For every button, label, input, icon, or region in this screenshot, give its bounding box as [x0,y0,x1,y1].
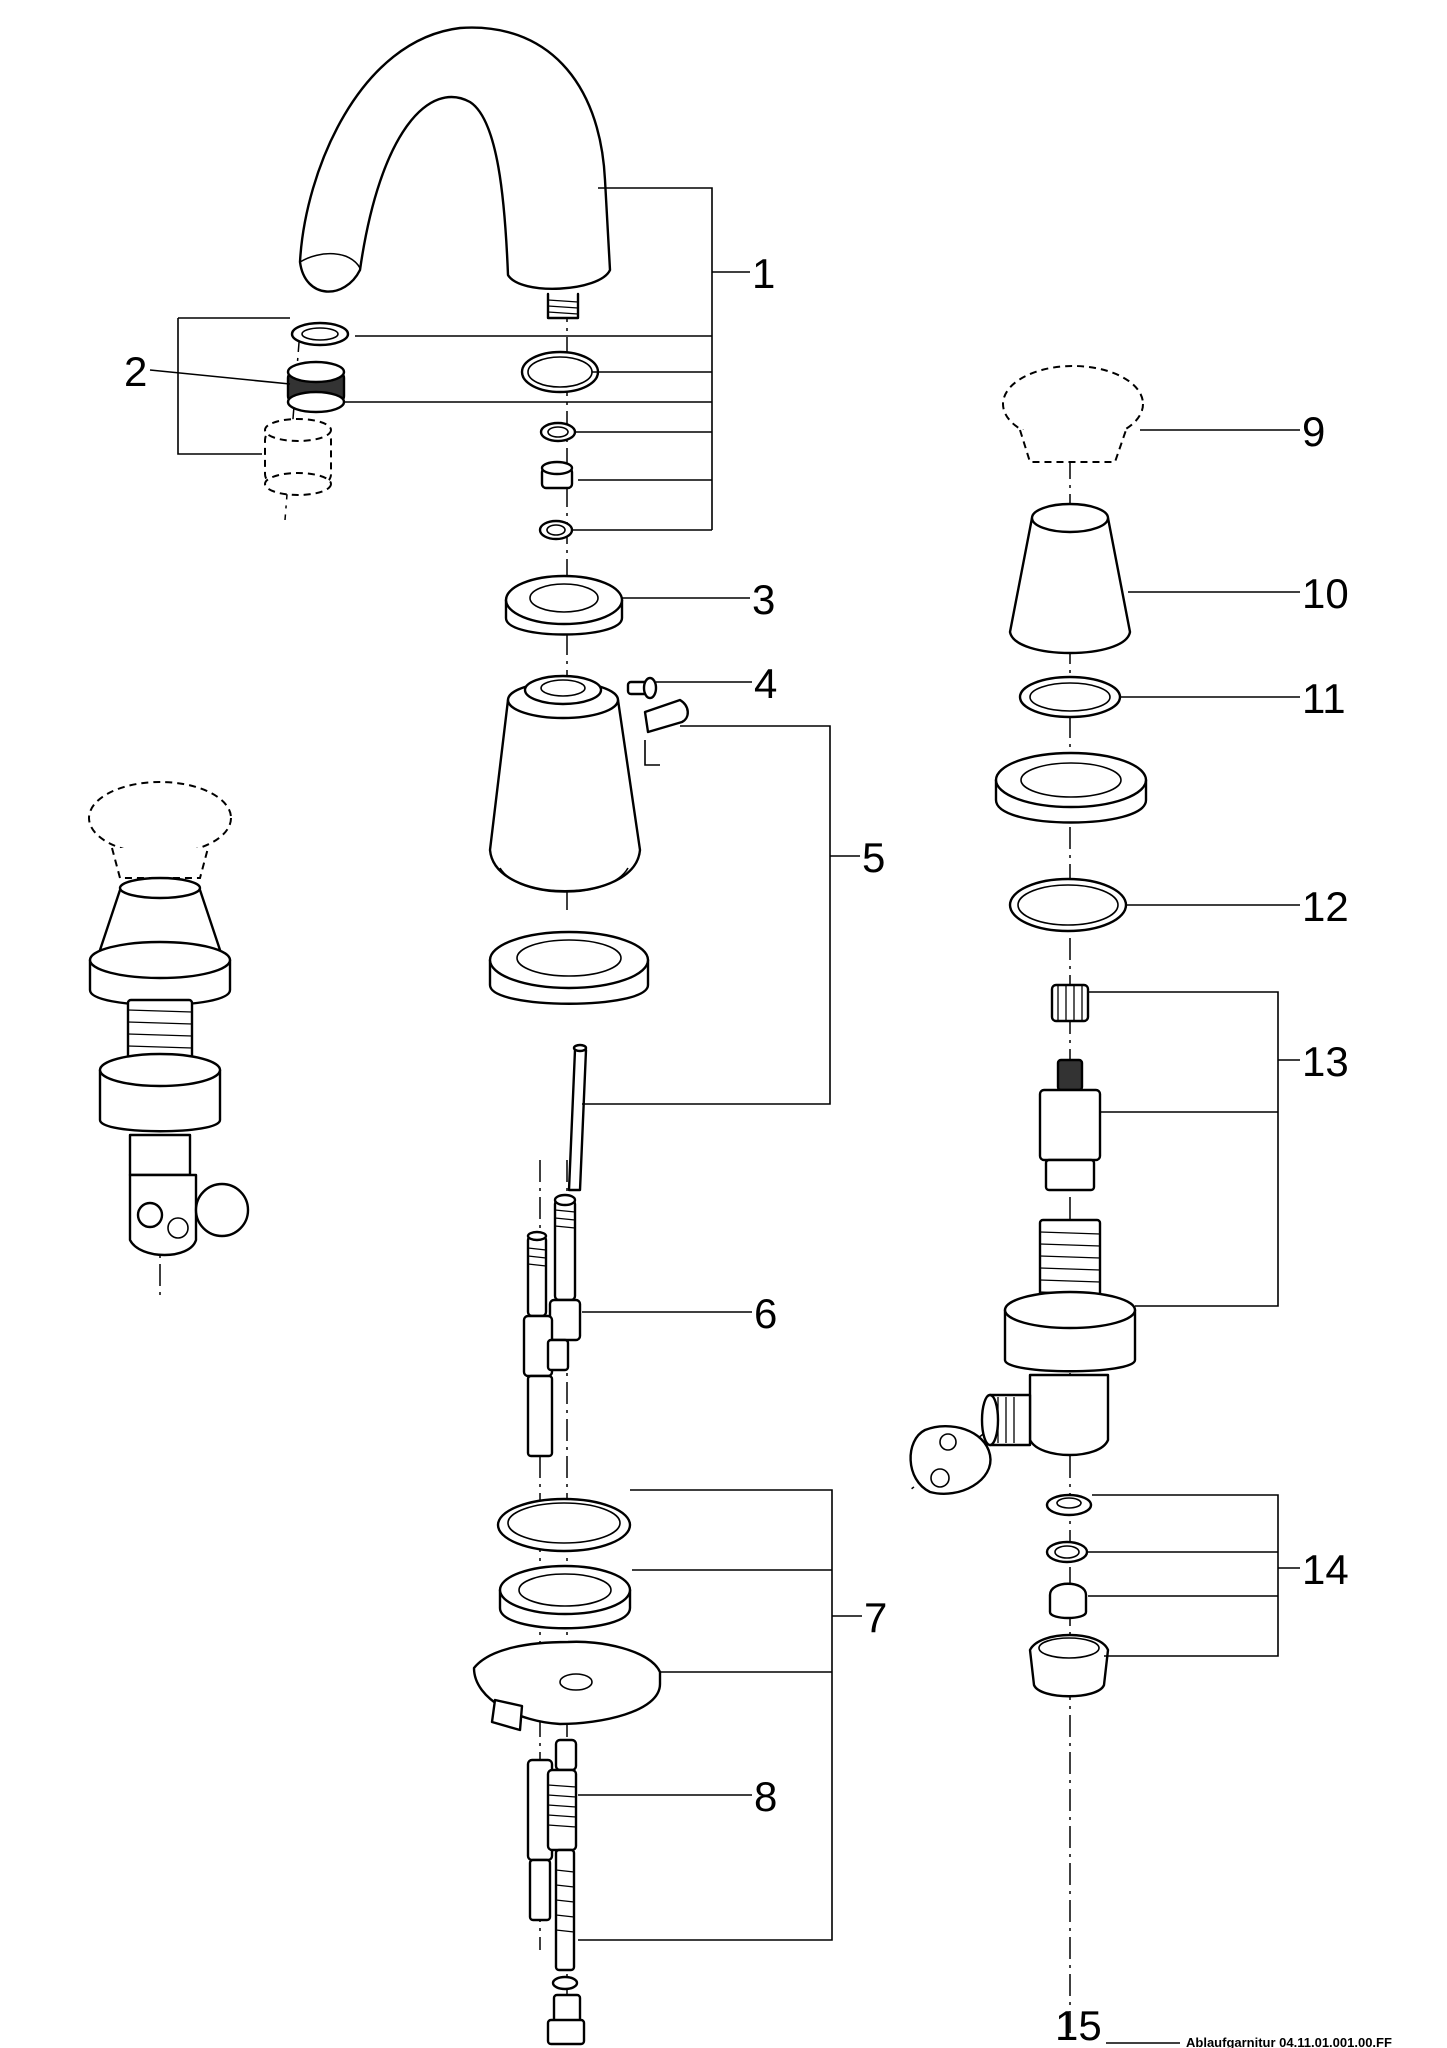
valve-o-ring [1008,877,1128,933]
callout-5: 5 [862,834,885,881]
spout [298,26,612,320]
callout-3: 3 [752,576,775,623]
mixer-body [488,674,642,893]
callout-14: 14 [1302,1546,1349,1593]
callout-13: 13 [1302,1038,1349,1085]
callout-9: 9 [1302,408,1325,455]
callout-10: 10 [1302,570,1349,617]
escutcheon-ring [504,574,624,636]
lever-pin [643,698,689,766]
base-ring [488,930,650,1005]
valve-escutcheon [994,751,1148,824]
callout-4: 4 [754,660,777,707]
callout-1: 1 [752,250,775,297]
supply-tubes [522,1193,582,1458]
lift-rod [567,1043,588,1192]
mounting-washers [472,1497,662,1732]
lower-tubes [526,1738,586,2046]
leader-lines [149,187,1300,2044]
side-nut [909,1425,992,1495]
handle-cap [1002,365,1144,463]
valve-body [980,1218,1137,1457]
callout-7: 7 [864,1594,887,1641]
aerator-assembly [264,321,350,496]
valve-cartridge [1038,983,1102,1192]
callout-8: 8 [754,1773,777,1820]
handle-ring [1018,675,1122,719]
callout-labels: 1 2 3 4 5 6 7 8 9 10 11 12 13 14 15 Abla… [124,250,1392,2048]
handle-cone [1008,502,1132,655]
set-screw [626,676,658,700]
callout-6: 6 [754,1290,777,1337]
left-valve-assembly [88,781,250,1300]
footnote-drain-set: Ablaufgarnitur 04.11.01.001.00.FF [1186,2035,1392,2048]
spout-washers [520,350,600,541]
callout-12: 12 [1302,883,1349,930]
callout-2: 2 [124,348,147,395]
callout-15: 15 [1055,2002,1102,2048]
compression-fittings [1028,1493,1110,1698]
callout-11: 11 [1302,675,1346,722]
